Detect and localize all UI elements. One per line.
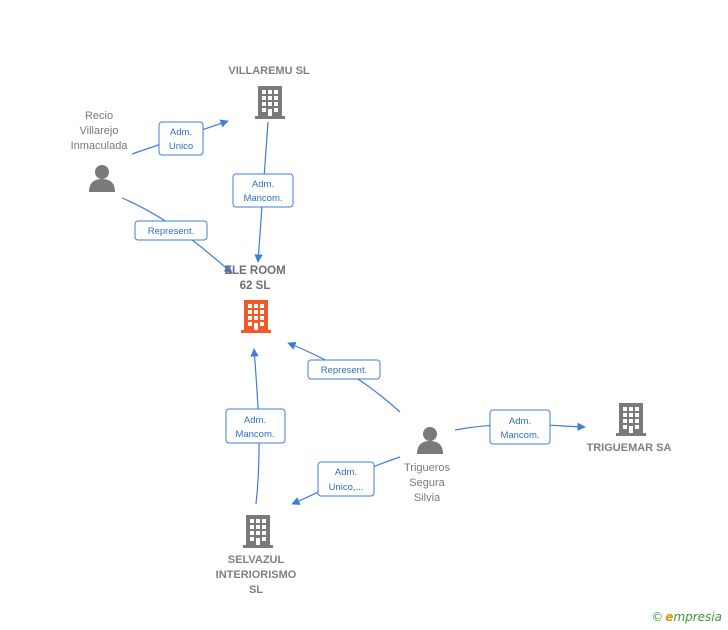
edge-label-selvazul-ele: Adm. Mancom.	[225, 408, 286, 444]
node-label: TRIGUEMAR SA	[587, 442, 672, 454]
node-label: Inmaculada	[71, 140, 129, 152]
building-icon	[243, 515, 273, 548]
node-label: SELVAZUL	[228, 554, 285, 566]
node-label: ELE ROOM	[224, 265, 285, 277]
node-label: 62 SL	[240, 280, 271, 292]
building-icon	[616, 403, 646, 436]
edge-label-line: Mancom.	[235, 429, 274, 440]
edge-label-trigueros-triguemar: Adm. Mancom.	[489, 409, 551, 445]
edge-label-line: Adm.	[252, 179, 274, 190]
node-label: SL	[249, 584, 263, 596]
edge-label-trigueros-ele: Represent.	[307, 359, 381, 380]
edge-label-line: Adm.	[170, 127, 192, 138]
node-triguemar[interactable]: TRIGUEMAR SA	[587, 403, 672, 454]
edge-label-line: Adm.	[244, 415, 266, 426]
copyright-symbol: ©	[651, 610, 664, 624]
node-recio[interactable]: Recio Villarejo Inmaculada	[71, 110, 129, 192]
node-label: Recio	[85, 110, 113, 122]
empresia-logo[interactable]: ©empresia	[651, 610, 722, 624]
logo-initial: e	[665, 610, 674, 624]
edge-label-line: Mancom.	[243, 193, 282, 204]
node-villaremu[interactable]: VILLAREMU SL	[228, 65, 310, 119]
node-label: VILLAREMU SL	[228, 65, 310, 77]
node-label: Silvia	[414, 492, 441, 504]
node-label: Trigueros	[404, 462, 451, 474]
node-label: Segura	[409, 477, 445, 489]
node-selvazul[interactable]: SELVAZUL INTERIORISMO SL	[216, 515, 297, 596]
building-icon	[255, 86, 285, 119]
edge-label-villaremu-ele: Adm. Mancom.	[232, 173, 294, 208]
node-trigueros[interactable]: Trigueros Segura Silvia	[404, 427, 451, 504]
edge-label-trigueros-selvazul: Adm. Unico,...	[317, 461, 375, 497]
node-label: Villarejo	[80, 125, 119, 137]
edge-label-line: Adm.	[509, 416, 531, 427]
person-icon	[89, 165, 115, 192]
edge-label-line: Mancom.	[500, 430, 539, 441]
edge-label-recio-villaremu: Adm. Unico	[158, 121, 204, 156]
edge-label-line: Unico,...	[329, 482, 364, 493]
node-ele-room[interactable]: ELE ROOM 62 SL	[224, 265, 286, 333]
edge-label-line: Unico	[169, 141, 193, 152]
person-icon	[417, 427, 443, 454]
edge-label-line: Represent.	[321, 365, 367, 376]
edge-label-line: Adm.	[335, 467, 357, 478]
logo-text: mpresia	[673, 610, 722, 624]
edge-label-line: Represent.	[148, 226, 194, 237]
edge-label-recio-ele: Represent.	[134, 220, 208, 241]
building-icon	[241, 300, 271, 333]
node-label: INTERIORISMO	[216, 569, 297, 581]
